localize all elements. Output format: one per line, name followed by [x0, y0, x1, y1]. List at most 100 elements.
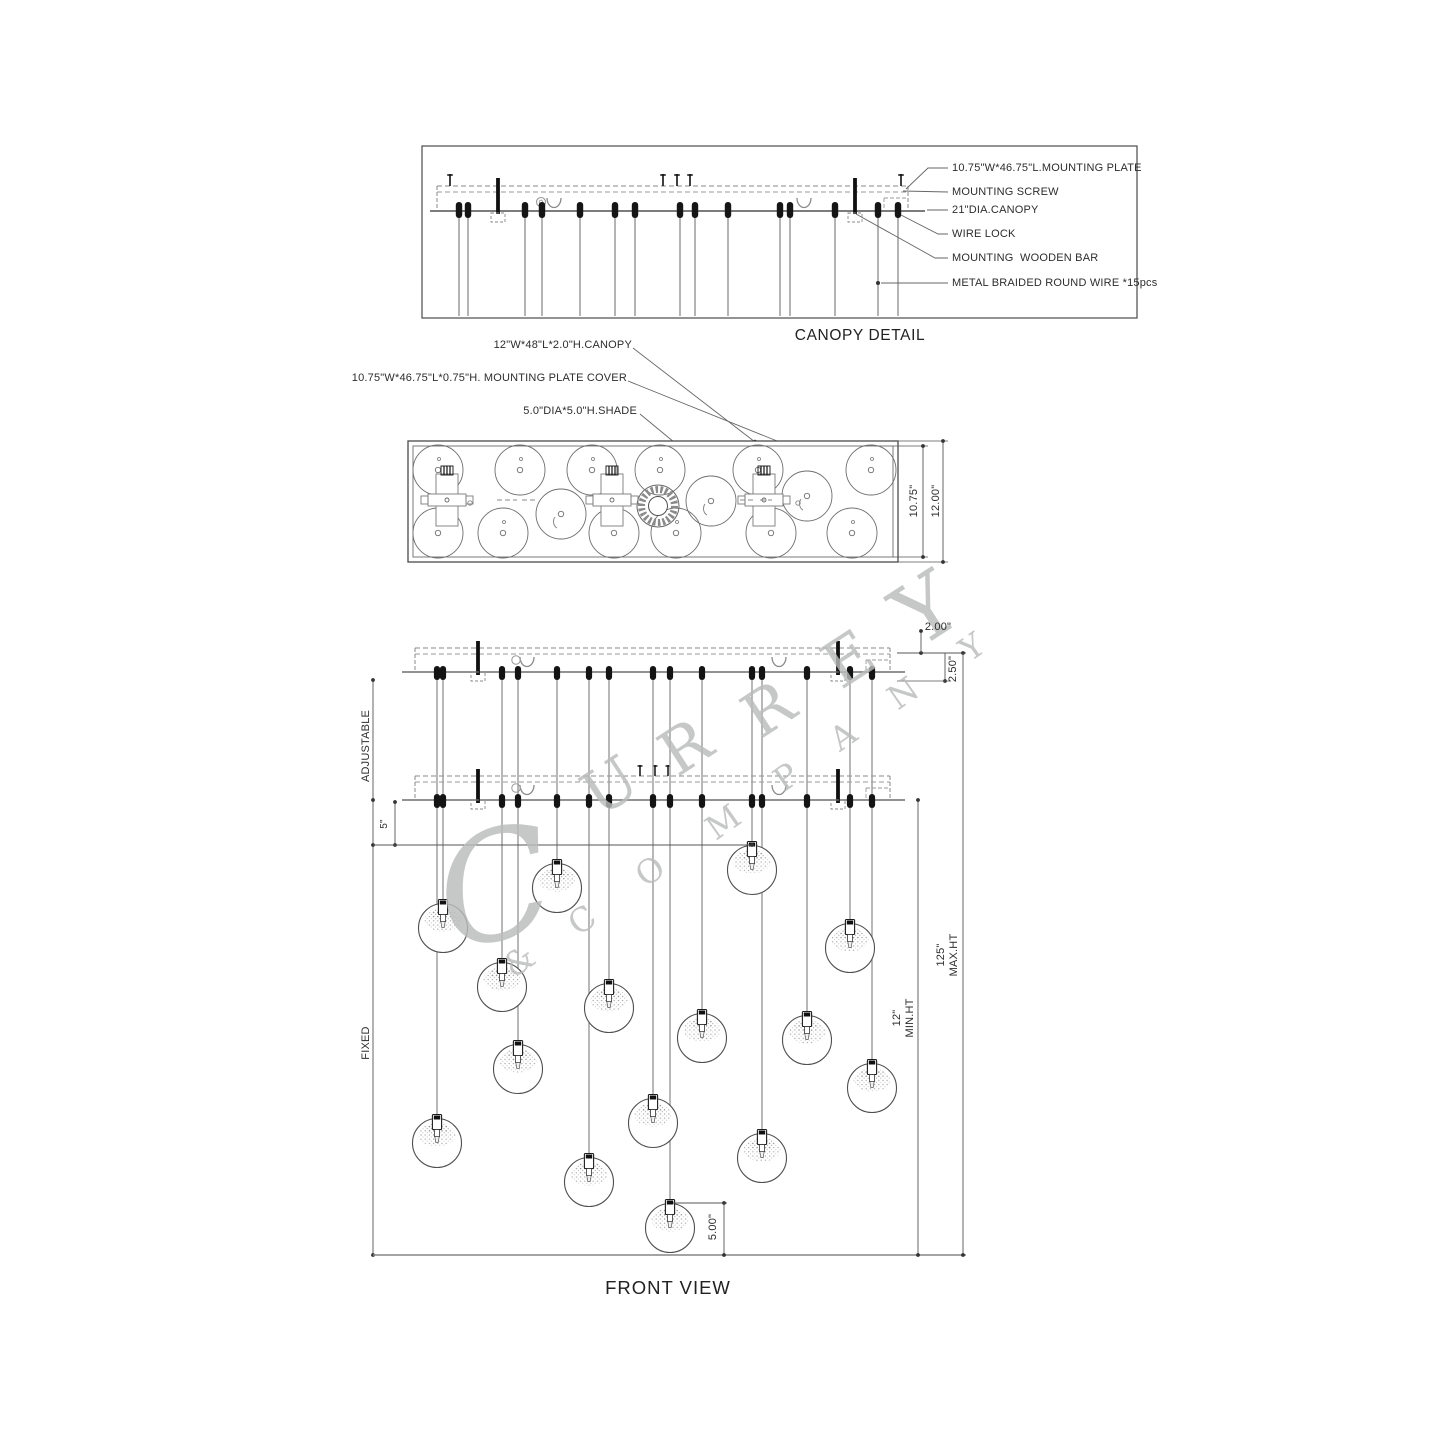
shade-top-view — [566, 444, 618, 496]
socket-tip — [440, 921, 446, 928]
wire-lock-housing — [490, 212, 506, 223]
dim-min-text: MIN.HT — [904, 998, 916, 1038]
pendant-globe — [824, 918, 876, 974]
socket-cap — [758, 1130, 766, 1135]
dim-max-text: MAX.HT — [948, 933, 960, 977]
wire-lock-marker — [831, 202, 839, 218]
wire-lock-marker — [874, 202, 882, 218]
wire-lock-marker — [611, 202, 619, 218]
wire-lock-housing — [830, 799, 846, 810]
mounting-plate-bar — [402, 641, 905, 682]
dim-inner-height: 10.75" — [908, 484, 920, 518]
socket-cap — [605, 980, 613, 985]
wire-lock-marker — [439, 666, 447, 680]
rect — [782, 495, 791, 505]
socket-cap — [585, 1154, 593, 1159]
circle — [519, 457, 523, 461]
detail-border-box — [421, 145, 1138, 319]
wire-lock-marker — [786, 202, 794, 218]
socket-cap — [803, 1012, 811, 1017]
wire-lock-marker — [676, 202, 684, 218]
socket-stem — [749, 856, 756, 864]
circle — [803, 492, 811, 500]
mounting-hardware — [585, 465, 639, 527]
socket-stem — [554, 874, 561, 882]
socket-stem — [498, 973, 505, 981]
wire-lock-marker — [868, 666, 876, 680]
socket-tip — [650, 1116, 656, 1123]
mounting-hardware — [420, 465, 474, 527]
socket-stem — [699, 1024, 706, 1032]
wire-lock-marker — [698, 666, 706, 680]
leader-line — [632, 347, 756, 443]
shade-top-view — [477, 507, 529, 559]
wire-lock-marker — [666, 794, 674, 808]
circle — [707, 497, 715, 505]
label-adjustable: ADJUSTABLE — [360, 709, 372, 783]
mounting-screw-marker — [836, 769, 840, 803]
wire-lock-marker — [498, 666, 506, 680]
pendant-globe — [644, 1198, 696, 1254]
label-plate-cover-size: 10.75"W*46.75"L*0.75"H. MOUNTING PLATE C… — [351, 372, 627, 384]
ring-hook — [511, 655, 521, 665]
circle — [444, 497, 450, 503]
wire-lock-housing — [830, 671, 846, 682]
socket-stem — [433, 1129, 440, 1137]
socket-tip — [586, 1175, 592, 1182]
circle — [591, 457, 595, 461]
pendant-globe — [627, 1093, 679, 1149]
wire-lock-marker — [514, 794, 522, 808]
callout-mounting-screw: MOUNTING SCREW — [952, 186, 1059, 198]
rect — [630, 495, 639, 505]
wire-lock-marker — [576, 202, 584, 218]
wire-lock-marker — [553, 794, 561, 808]
socket-tip — [847, 941, 853, 948]
canopy-detail-title: CANOPY DETAIL — [794, 327, 926, 344]
dimension-dot — [371, 798, 375, 802]
label-fixed: FIXED — [360, 1026, 372, 1060]
socket-tip — [869, 1081, 875, 1088]
shade-top-view — [535, 488, 587, 540]
circle — [566, 444, 618, 496]
dim-wire-stub: 5" — [379, 819, 390, 829]
circle — [656, 466, 664, 474]
rect — [427, 493, 467, 507]
wire-lock-marker — [758, 794, 766, 808]
socket-stem — [847, 934, 854, 942]
circle — [870, 457, 874, 461]
socket-cap — [553, 860, 561, 865]
pendant-globe — [411, 1113, 463, 1169]
circle — [588, 466, 596, 474]
wire-lock-marker — [521, 202, 529, 218]
callout-wire-lock: WIRE LOCK — [952, 228, 1016, 240]
leader-line — [900, 214, 948, 235]
wire-lock-marker — [803, 794, 811, 808]
socket-tip — [699, 1031, 705, 1038]
socket-stem — [804, 1026, 811, 1034]
circle — [557, 510, 565, 518]
wire-lock-marker — [649, 666, 657, 680]
dim-min-height: 12"MIN.HT — [891, 988, 917, 1048]
wire-lock-marker — [846, 794, 854, 808]
dimension-dot — [750, 843, 754, 847]
rect — [585, 495, 594, 505]
wire-lock-marker — [553, 666, 561, 680]
mounting-screw-marker — [476, 641, 480, 675]
circle — [516, 466, 524, 474]
circle — [477, 507, 529, 559]
callout-canopy-dia: 21"DIA.CANOPY — [952, 204, 1039, 216]
circle — [826, 507, 878, 559]
leader-line — [627, 380, 793, 448]
circle — [648, 496, 668, 516]
leader-line — [902, 190, 949, 193]
wire-lock-marker — [803, 666, 811, 680]
top-view-drawing — [407, 347, 948, 564]
dimension-dot — [921, 555, 925, 559]
pendant-globe — [736, 1128, 788, 1184]
wire-lock-housing — [470, 799, 486, 810]
pendant-globe — [583, 978, 635, 1034]
hanger-hook — [519, 656, 535, 668]
circle — [867, 466, 875, 474]
wire-lock-marker — [776, 202, 784, 218]
